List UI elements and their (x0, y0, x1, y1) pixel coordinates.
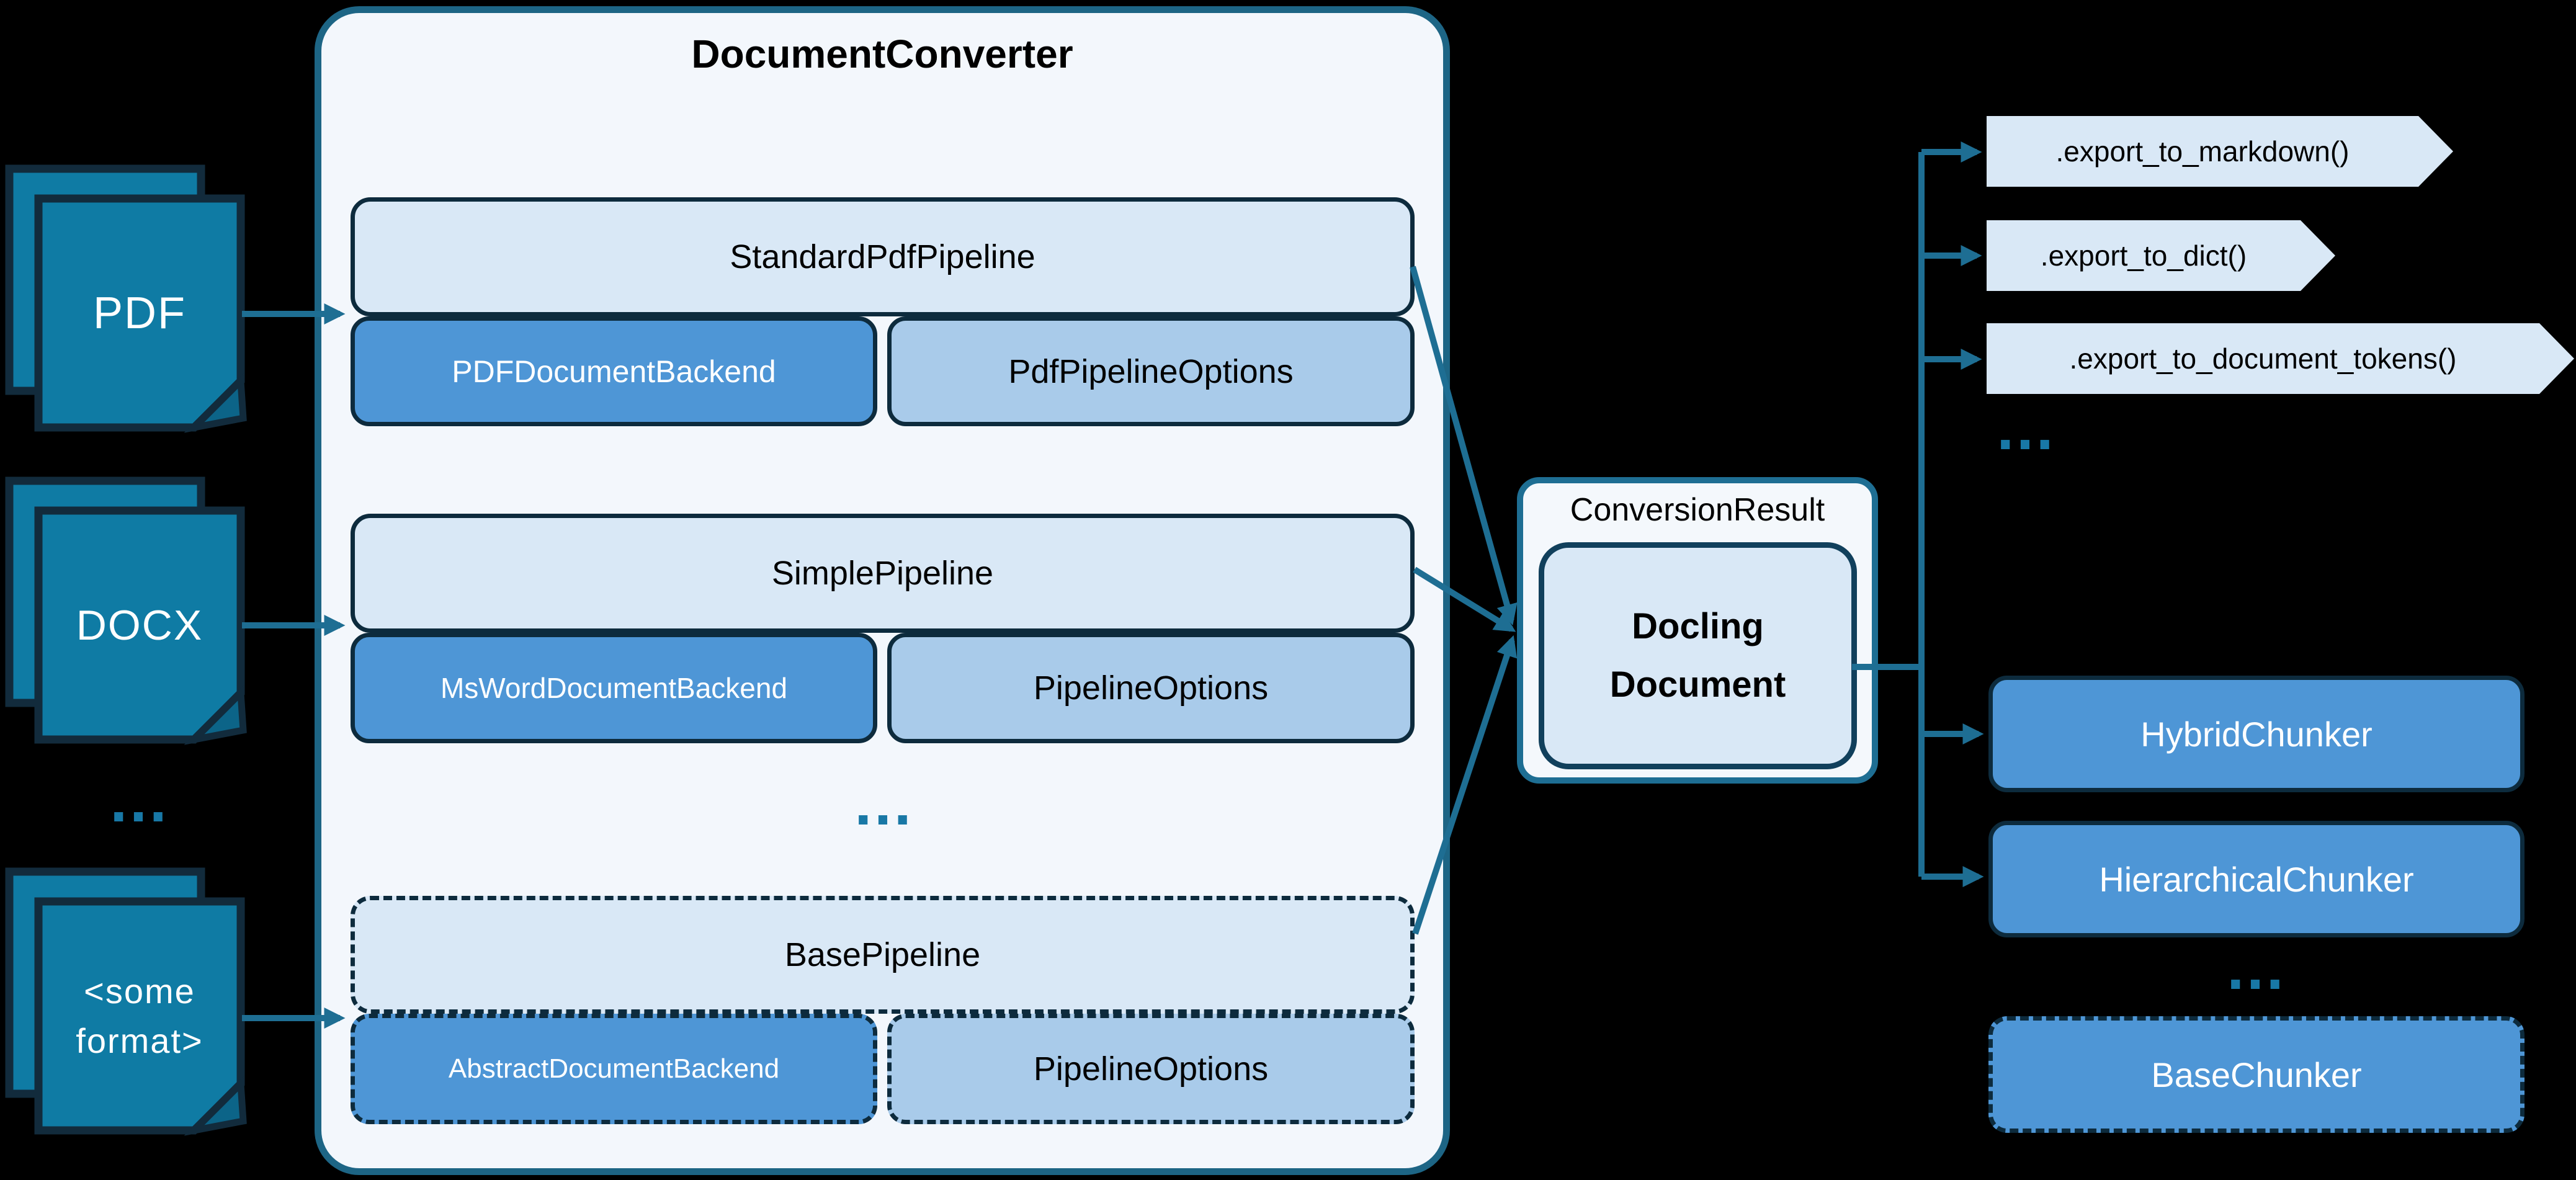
abstract-document-backend-box: AbstractDocumentBackend (351, 1014, 877, 1124)
input-label-docx: DOCX (76, 602, 203, 649)
pipeline-options-box: PipelineOptions (887, 633, 1415, 743)
export-to-markdown-badge: .export_to_markdown() (1987, 116, 2453, 187)
input-label-pdf: PDF (93, 288, 186, 338)
input-label-line2: format> (76, 1021, 203, 1060)
base-pipeline-box: BasePipeline (351, 896, 1415, 1014)
pipeline-name: BasePipeline (784, 936, 981, 973)
export-to-dict-badge: .export_to_dict() (1987, 220, 2335, 291)
base-pipeline-options-box: PipelineOptions (887, 1014, 1415, 1124)
input-label-some-format: <some format> (38, 901, 241, 1131)
some-format-document-icon (5, 867, 247, 1136)
hybrid-chunker-box: HybridChunker (1988, 676, 2525, 792)
document-converter-title: DocumentConverter (691, 32, 1073, 76)
docling-document-box: Docling Document (1539, 542, 1857, 769)
pipeline-name: SimplePipeline (771, 555, 994, 592)
export-to-document-tokens-badge: .export_to_document_tokens() (1987, 323, 2574, 394)
pipeline-name: StandardPdfPipeline (730, 238, 1035, 275)
conversion-result-label: ConversionResult (1570, 492, 1825, 528)
chunkers-ellipsis: ... (2227, 933, 2286, 1003)
pdf-document-backend-box: PDFDocumentBackend (351, 316, 877, 426)
input-label-line1: <some (84, 972, 195, 1011)
pdf-document-icon (5, 164, 247, 433)
docling-document-line1: Docling (1632, 606, 1764, 646)
standard-pdf-pipeline-box: StandardPdfPipeline (351, 197, 1415, 316)
pdf-pipeline-options-box: PdfPipelineOptions (887, 316, 1415, 426)
simple-pipeline-box: SimplePipeline (351, 514, 1415, 633)
base-chunker-box: BaseChunker (1988, 1016, 2525, 1133)
inputs-ellipsis: ... (110, 766, 169, 835)
docx-document-icon (5, 476, 247, 745)
hierarchical-chunker-box: HierarchicalChunker (1988, 821, 2525, 937)
msword-document-backend-box: MsWordDocumentBackend (351, 633, 877, 743)
pipelines-ellipsis: ... (854, 769, 914, 838)
docling-document-line2: Document (1609, 664, 1786, 705)
exports-ellipsis: ... (1997, 393, 2056, 463)
